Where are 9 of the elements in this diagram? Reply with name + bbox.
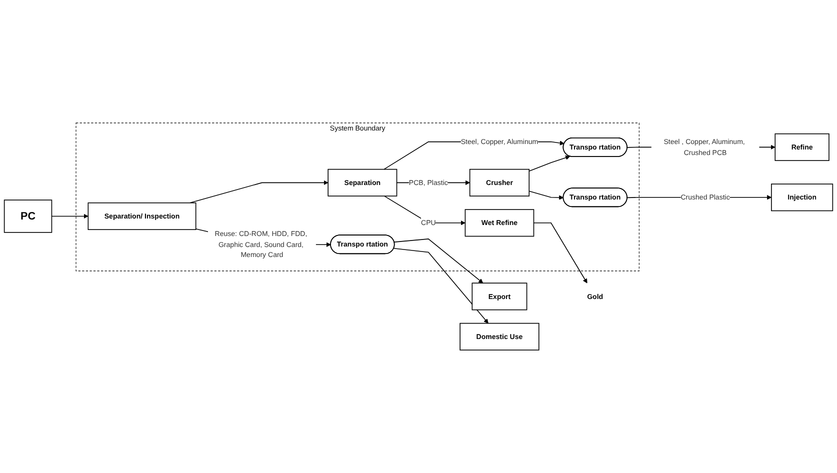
arrow bbox=[528, 155, 570, 172]
arrow bbox=[189, 180, 328, 204]
arrow bbox=[384, 196, 466, 226]
node-box: PC bbox=[4, 200, 52, 233]
arrow bbox=[394, 238, 484, 284]
arrow bbox=[528, 190, 564, 200]
arrow bbox=[393, 248, 488, 324]
arrow bbox=[533, 222, 588, 284]
arrow bbox=[51, 214, 88, 219]
